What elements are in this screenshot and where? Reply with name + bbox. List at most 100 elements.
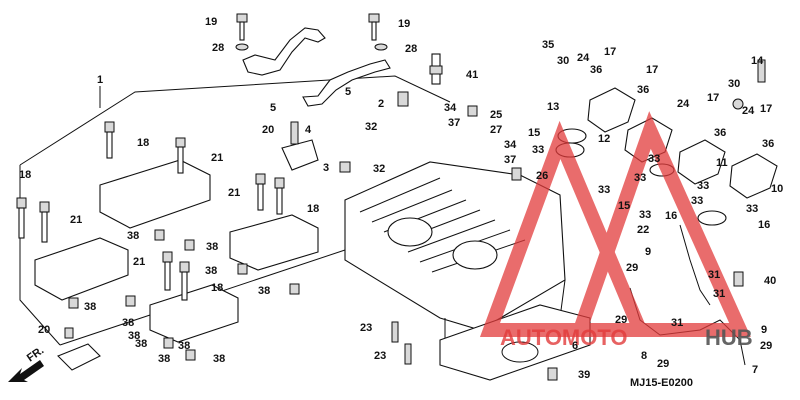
callout-30a: 30 <box>557 55 569 67</box>
callout-14: 14 <box>751 55 764 67</box>
callout-26: 26 <box>536 170 548 182</box>
callout-33d: 33 <box>648 153 660 165</box>
fitting-2 <box>397 91 409 107</box>
callout-38b: 38 <box>206 241 218 253</box>
callout-38k: 38 <box>178 340 190 352</box>
callout-17c: 17 <box>707 92 719 104</box>
bolt-26 <box>511 167 522 181</box>
callout-5b: 5 <box>345 86 351 98</box>
callout-37a: 37 <box>448 117 460 129</box>
oil-pipe-branch <box>679 224 711 306</box>
bolt-18-a <box>106 131 113 159</box>
callout-38e: 38 <box>84 301 96 313</box>
bolt-21-b <box>41 211 48 243</box>
camshaft-holder-lower <box>149 284 239 343</box>
callout-21d: 21 <box>133 256 145 268</box>
bolt-19-right-shank <box>371 21 377 41</box>
callout-38a: 38 <box>127 230 139 242</box>
stud-23-b <box>404 343 412 365</box>
callout-5a: 5 <box>270 102 276 114</box>
callout-29d: 29 <box>760 340 772 352</box>
bolt-21-c <box>257 183 264 211</box>
callout-32a: 32 <box>365 121 377 133</box>
callout-36a: 36 <box>590 64 602 76</box>
bolt-18-a-head <box>104 121 115 133</box>
callout-25: 25 <box>490 109 502 121</box>
callout-27: 27 <box>490 124 502 136</box>
bolt-20-lower <box>64 327 74 339</box>
callout-18d: 18 <box>211 282 223 294</box>
callout-24c: 24 <box>742 105 755 117</box>
bolt-21-a <box>177 146 184 174</box>
callout-16b: 16 <box>758 219 770 231</box>
callout-19b: 19 <box>398 18 410 30</box>
callout-38d: 38 <box>258 285 270 297</box>
callout-21c: 21 <box>228 187 240 199</box>
callout-22: 22 <box>637 224 649 236</box>
callout-18c: 18 <box>307 203 319 215</box>
dowel-38-g <box>163 337 174 349</box>
callout-17a: 17 <box>604 46 616 58</box>
bracket-5-upper <box>242 27 326 76</box>
diagram-code: MJ15-E0200 <box>630 377 693 389</box>
insulator-a <box>587 87 636 133</box>
callout-1: 1 <box>97 74 103 86</box>
o-ring-16 <box>697 210 727 226</box>
dowel-38-e <box>68 297 79 309</box>
callout-15a: 15 <box>528 127 540 139</box>
bolt-21-d <box>164 261 171 291</box>
callout-2: 2 <box>378 98 384 110</box>
gasket-port <box>501 341 539 363</box>
callout-9a: 9 <box>645 246 651 258</box>
bolt-18-b-head <box>16 197 27 209</box>
callout-38h: 38 <box>158 353 170 365</box>
insulator-c <box>677 139 726 185</box>
callout-16a: 16 <box>665 210 677 222</box>
callout-37b: 37 <box>504 154 516 166</box>
callout-31c: 31 <box>671 317 683 329</box>
callout-34b: 34 <box>504 139 517 151</box>
frame-line-top <box>19 75 451 166</box>
stud-23-a <box>391 321 399 343</box>
callout-30b: 30 <box>728 78 740 90</box>
cover-4 <box>281 139 319 171</box>
callout-36b: 36 <box>637 84 649 96</box>
callout-33c: 33 <box>634 172 646 184</box>
bolt-21-b-head <box>39 201 50 213</box>
callout-21a: 21 <box>211 152 223 164</box>
washer-28-left <box>235 43 249 51</box>
callout-20a: 20 <box>262 124 274 136</box>
bolt-18-c-head <box>274 177 285 189</box>
bolt-18-d-head <box>179 261 190 273</box>
dowel-38-f <box>125 295 136 307</box>
callout-34a: 34 <box>444 102 457 114</box>
callout-29b: 29 <box>615 314 627 326</box>
bolt-18-b <box>18 207 25 239</box>
bolt-21-a-head <box>175 137 186 148</box>
callout-9b: 9 <box>761 324 767 336</box>
callout-39: 39 <box>578 369 590 381</box>
callout-4: 4 <box>305 124 312 136</box>
bolt-20 <box>290 121 299 145</box>
callout-18a: 18 <box>137 137 149 149</box>
callout-10: 10 <box>771 183 783 195</box>
callout-38j: 38 <box>128 330 140 342</box>
callout-18b: 18 <box>19 169 31 181</box>
cover-4-lower <box>57 343 101 371</box>
callout-8: 8 <box>641 350 647 362</box>
callout-21b: 21 <box>70 214 82 226</box>
watermark-logo <box>479 111 751 337</box>
cylinder-head <box>344 161 566 331</box>
callout-33a: 33 <box>532 144 544 156</box>
dowel-38-a <box>154 229 165 241</box>
callout-labels: 1 2 3 4 5 5 6 7 8 9 9 10 11 12 13 14 15 … <box>19 16 783 381</box>
callout-7: 7 <box>752 364 758 376</box>
insulator-d <box>729 153 778 199</box>
watermark-text-a: AUTOMOTO <box>500 325 628 350</box>
callout-24b: 24 <box>677 98 690 110</box>
callout-40: 40 <box>764 275 776 287</box>
callout-31a: 31 <box>708 269 720 281</box>
callout-11: 11 <box>716 157 728 169</box>
bolt-14 <box>757 59 766 83</box>
